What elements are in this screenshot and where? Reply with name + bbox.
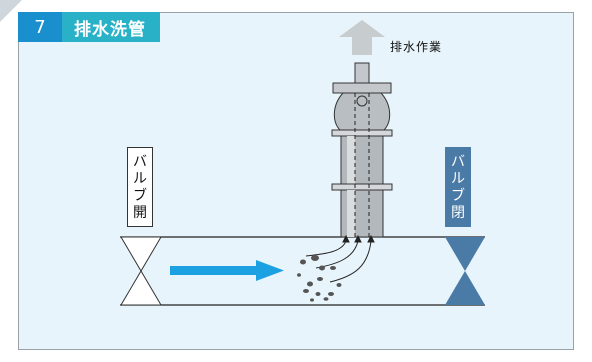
valve-closed-char: バ — [451, 154, 465, 170]
valve-open-label: バ ル ブ 開 — [127, 147, 153, 227]
drain-operation-label: 排水作業 — [390, 40, 443, 54]
valve-open-char: 開 — [133, 205, 147, 221]
page-corner-fold — [0, 0, 22, 22]
valve-closed-char: ル — [451, 171, 465, 187]
valve-open-char: ブ — [133, 188, 147, 204]
diagram-panel — [18, 12, 574, 350]
closed-valve-icon — [445, 237, 485, 305]
open-valve-icon — [120, 236, 162, 306]
hydrant-icon — [331, 62, 393, 238]
debris-particles — [297, 255, 342, 302]
step-header: 7 排水洗管 — [18, 12, 160, 42]
water-main-pipe — [120, 236, 485, 306]
valve-closed-char: 閉 — [451, 205, 465, 221]
water-flow-arrow — [170, 260, 284, 281]
valve-open-char: バ — [133, 154, 147, 170]
valve-open-char: ル — [133, 171, 147, 187]
valve-closed-char: ブ — [451, 188, 465, 204]
step-title: 排水洗管 — [62, 12, 160, 42]
step-number: 7 — [18, 12, 62, 42]
drain-up-arrow-icon — [339, 20, 385, 55]
valve-closed-label: バ ル ブ 閉 — [445, 147, 471, 227]
suction-arrows — [305, 234, 375, 283]
